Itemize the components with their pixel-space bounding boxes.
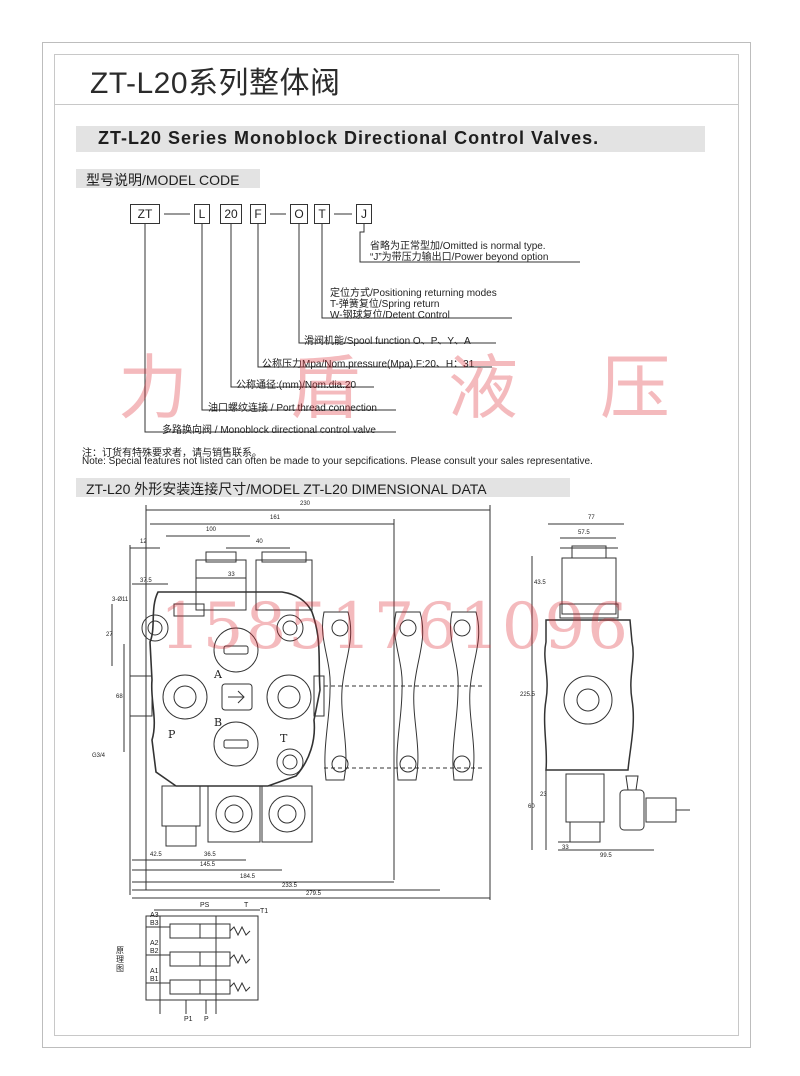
dim-161: 161 <box>270 515 281 521</box>
desc-spool-function: 滑阀机能/Spool function O、P、Y、A <box>304 336 471 347</box>
schem-p: P <box>204 1016 209 1023</box>
page-title: ZT-L20系列整体阀 <box>90 67 341 100</box>
port-a-label: A <box>214 668 222 681</box>
code-box-20: 20 <box>220 204 242 224</box>
dimensional-heading: ZT-L20 外形安装连接尺寸/MODEL ZT-L20 DIMENSIONAL… <box>86 481 487 497</box>
watermark-char-4: 压 <box>600 347 670 429</box>
schem-p1: P1 <box>184 1016 193 1023</box>
watermark-char-3: 液 <box>448 347 518 429</box>
schem-t: T <box>244 902 249 909</box>
title-rule <box>54 104 739 105</box>
code-box-f: F <box>250 204 266 224</box>
schem-a2: A2 <box>150 940 159 947</box>
desc-port-thread: 油口螺纹连接 / Port thread connection <box>208 403 377 414</box>
code-box-t: T <box>314 204 330 224</box>
dim-12: 12 <box>140 539 147 545</box>
dim-27: 27 <box>106 632 113 638</box>
dim-23: 23 <box>540 792 547 798</box>
dim-37-5: 37.5 <box>140 578 152 584</box>
desc-monoblock: 多路换向阀 / Monoblock directional control va… <box>162 425 376 436</box>
dim-33: 33 <box>228 572 235 578</box>
port-t-label: T <box>280 732 288 745</box>
schem-a1: A1 <box>150 968 159 975</box>
dim-279-5: 279.5 <box>306 891 322 897</box>
schem-t1: T1 <box>260 908 269 915</box>
schem-b1: B1 <box>150 976 159 983</box>
dim-3-holes: 3-Ø11 <box>112 597 129 603</box>
schem-a3: A3 <box>150 912 159 919</box>
desc-nominal-dia: 公称通径:(mm)/Nom.dia.20 <box>236 380 357 391</box>
dim-233-5: 233.5 <box>282 883 298 889</box>
dim-42-5: 42.5 <box>150 852 162 858</box>
watermark-char-2: 盾 <box>290 347 360 429</box>
desc-spring-return: T-弹簧复位/Spring return <box>330 299 440 310</box>
port-b-label: B <box>214 716 223 729</box>
desc-detent: W-钢球复位/Detent Control <box>330 310 450 321</box>
code-box-o: O <box>290 204 308 224</box>
desc-omitted-normal: 省略为正常型加/Omitted is normal type. <box>370 241 546 252</box>
desc-nominal-pressure: 公称压力Mpa/Nom.pressure(Mpa).F:20、H：31 <box>262 359 475 370</box>
outer-frame <box>42 42 751 1048</box>
dim-43-5: 43.5 <box>534 580 546 586</box>
watermark-phone: 15851761096 <box>160 590 630 664</box>
series-banner-text: ZT-L20 Series Monoblock Directional Cont… <box>98 128 600 148</box>
model-code-heading: 型号说明/MODEL CODE <box>86 172 240 188</box>
dim-230: 230 <box>300 501 311 507</box>
series-banner <box>76 126 705 152</box>
dim-99-5: 99.5 <box>600 853 612 859</box>
dimensional-bar <box>76 478 570 497</box>
dim-68: 68 <box>116 694 123 700</box>
dim-g3-4: G3/4 <box>92 753 106 759</box>
dim-184-5: 184.5 <box>240 874 256 880</box>
note-en: Note: Special features not listed can of… <box>82 456 593 467</box>
model-code-bar <box>76 169 260 188</box>
desc-positioning: 定位方式/Positioning returning modes <box>330 288 497 299</box>
dim-145-5: 145.5 <box>200 862 216 868</box>
model-code-leader-lines <box>144 213 580 433</box>
watermark-char-1: 力 <box>118 347 188 429</box>
schem-b2: B2 <box>150 948 159 955</box>
inner-frame <box>54 54 739 1036</box>
note-cn: 注：订货有特殊要求者，请与销售联系。 <box>82 448 262 459</box>
dim-33-side: 33 <box>562 845 569 851</box>
code-box-j: J <box>356 204 372 224</box>
dim-57-5: 57.5 <box>578 530 590 536</box>
dim-40: 40 <box>256 539 263 545</box>
code-box-l: L <box>194 204 210 224</box>
dim-60: 60 <box>528 804 535 810</box>
dim-77: 77 <box>588 515 595 521</box>
port-p-label: P <box>168 728 176 741</box>
schem-ps: PS <box>200 902 210 909</box>
dim-225-5: 225.5 <box>520 692 536 698</box>
desc-power-beyond: “J”为带压力输出口/Power beyond option <box>370 252 549 263</box>
schem-b3: B3 <box>150 920 159 927</box>
code-box-zt: ZT <box>130 204 160 224</box>
dim-36-5: 36.5 <box>204 852 216 858</box>
schematic-caption: 原理图 <box>116 946 124 973</box>
dim-100: 100 <box>206 527 217 533</box>
